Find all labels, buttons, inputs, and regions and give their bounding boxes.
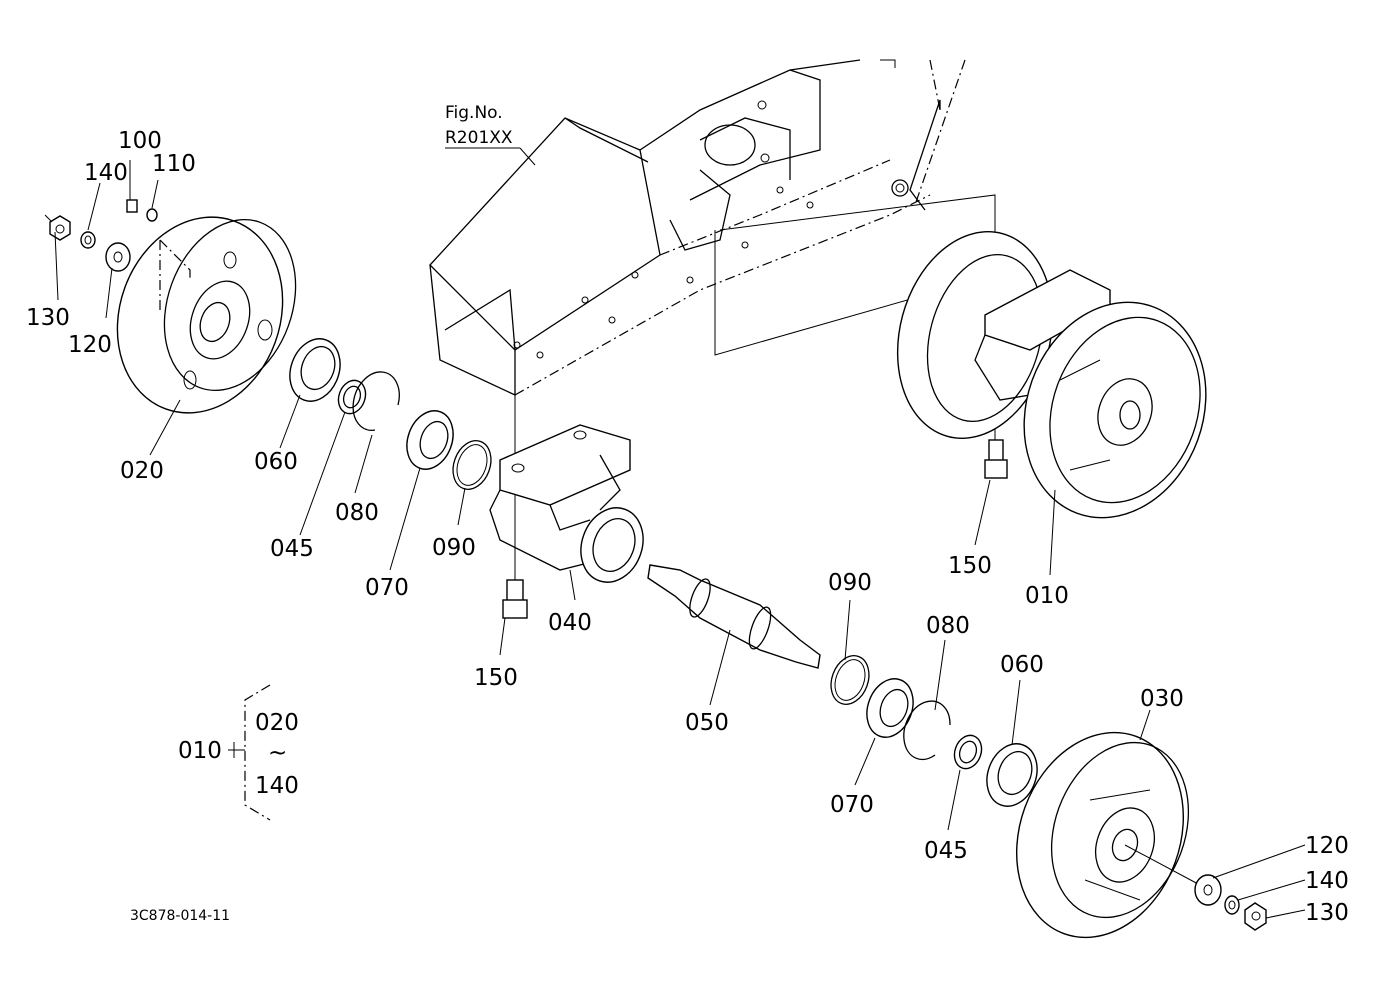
callout-060-right: 060 — [1000, 652, 1044, 678]
callout-150-left: 150 — [474, 665, 518, 691]
callout-020: 020 — [120, 458, 164, 484]
assembly-key-from: 020 — [255, 710, 299, 736]
assembly-key-to: 140 — [255, 773, 299, 799]
callout-045-left: 045 — [270, 536, 314, 562]
figure-ref-line2: R201XX — [445, 128, 513, 148]
callout-040: 040 — [548, 610, 592, 636]
wheel-030 — [1015, 731, 1190, 939]
callout-030: 030 — [1140, 686, 1184, 712]
callout-080-right: 080 — [926, 613, 970, 639]
callout-130-top: 130 — [26, 305, 70, 331]
drawing-code: 3C878-014-11 — [130, 908, 230, 924]
callout-090-right: 090 — [828, 570, 872, 596]
callout-100: 100 — [118, 128, 162, 154]
assembly-key-bracket — [228, 684, 271, 821]
callout-140-top: 140 — [84, 160, 128, 186]
bolt-150-right — [984, 439, 1008, 479]
callout-045-right: 045 — [924, 838, 968, 864]
bolt-150-left — [502, 579, 528, 619]
leader-lines — [44, 160, 1306, 919]
bearing-stack-right — [830, 655, 1038, 807]
assembly-key-separator: ~ — [268, 740, 287, 766]
callout-070-right: 070 — [830, 792, 874, 818]
callout-060-left: 060 — [254, 449, 298, 475]
hardware-right — [1194, 874, 1267, 931]
housing-040 — [489, 424, 644, 583]
wheel-020 — [116, 216, 297, 414]
callout-070-left: 070 — [365, 575, 409, 601]
frame-chassis — [429, 59, 966, 397]
callout-130-bottom: 130 — [1305, 900, 1349, 926]
callout-050: 050 — [685, 710, 729, 736]
callout-140-bottom: 140 — [1305, 868, 1349, 894]
callout-010: 010 — [1025, 583, 1069, 609]
callout-090-left: 090 — [432, 535, 476, 561]
wheel-assembly-010 — [896, 231, 1207, 519]
figure-ref-line1: Fig.No. — [445, 103, 503, 123]
callout-080-left: 080 — [335, 500, 379, 526]
shaft-050 — [647, 564, 821, 669]
callout-150-right: 150 — [948, 553, 992, 579]
callout-110: 110 — [152, 151, 196, 177]
assembly-key-number: 010 — [178, 738, 222, 764]
callout-120-top: 120 — [68, 332, 112, 358]
figure-ref-leader — [519, 147, 536, 166]
callout-120-bottom: 120 — [1305, 833, 1349, 859]
bearing-stack-left — [289, 338, 492, 490]
